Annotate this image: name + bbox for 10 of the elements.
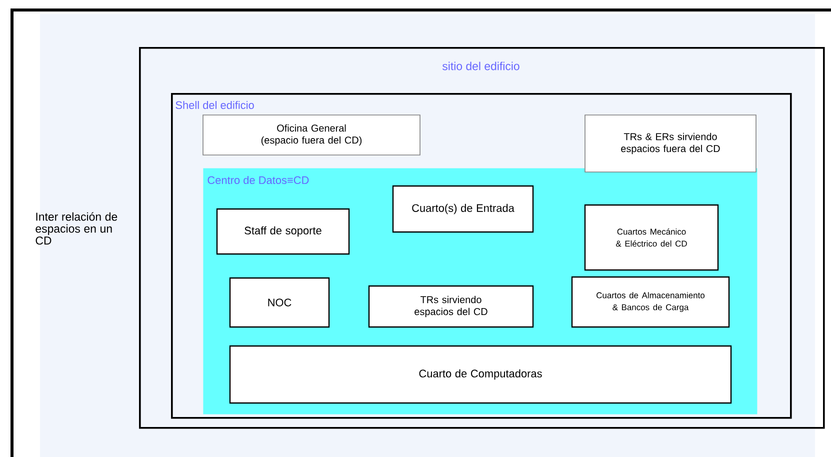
room-box: Staff de soporte	[216, 208, 350, 255]
room-box: Cuarto de Computadoras	[229, 345, 732, 404]
room-box: Cuarto(s) de Entrada	[392, 185, 534, 233]
room-box: TRs sirviendo espacios del CD	[368, 285, 534, 328]
room-box: NOC	[229, 277, 330, 328]
room-box: TRs & ERs sirviendo espacios fuera del CD	[584, 114, 756, 172]
room-box: Cuartos Mecánico & Eléctrico del CD	[584, 204, 719, 271]
side-note: Inter relación de espacios en un CD	[36, 212, 118, 245]
room-box: Cuartos de Almacenamiento & Bancos de Carga	[571, 276, 730, 328]
room-box: Oficina General (espacio fuera del CD)	[202, 114, 420, 156]
